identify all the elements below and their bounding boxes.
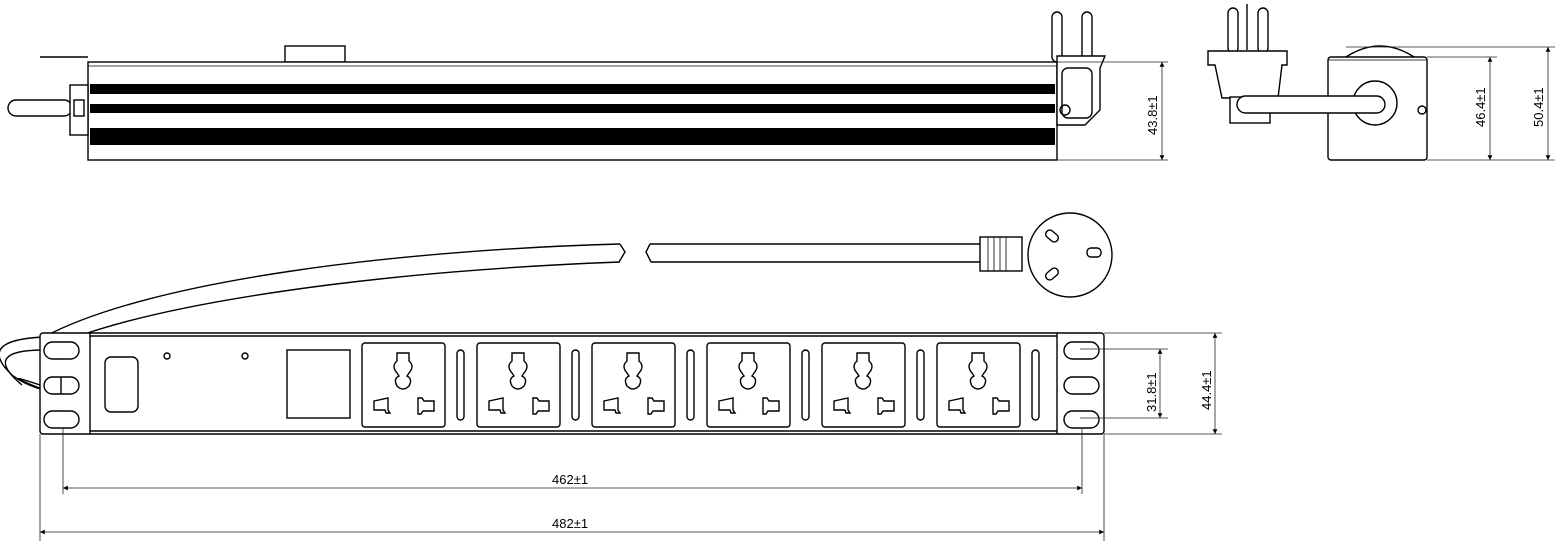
vent-slot — [801, 349, 810, 421]
outlet — [706, 342, 791, 428]
vent-slot — [916, 349, 925, 421]
dim-482: 482±1 — [552, 516, 588, 531]
outlet — [936, 342, 1021, 428]
stripe — [90, 128, 1055, 145]
breaker — [286, 349, 351, 419]
right-flange — [1063, 341, 1100, 429]
left-flange — [43, 341, 80, 429]
indicator-led — [241, 352, 249, 360]
dim-44-4: 44.4±1 — [1199, 370, 1214, 410]
stripe — [90, 84, 1055, 94]
top-tab — [284, 45, 346, 63]
dim-462: 462±1 — [552, 472, 588, 487]
side-view: 46.4±1 50.4±1 — [1207, 4, 1555, 161]
power-switch — [104, 356, 139, 413]
cord-side — [1236, 95, 1386, 114]
vent-slot — [571, 349, 580, 421]
top-view: 43.8±1 — [7, 11, 1168, 161]
vent-slot — [1031, 349, 1040, 421]
stripe — [90, 104, 1055, 113]
dim-50-4: 50.4±1 — [1531, 87, 1546, 127]
power-cord — [0, 212, 1113, 391]
vent-slot — [686, 349, 695, 421]
dim-46-4: 46.4±1 — [1473, 87, 1488, 127]
power-cord-stub — [7, 99, 73, 117]
outlet — [591, 342, 676, 428]
plug-face — [1027, 212, 1113, 298]
vent-slot — [456, 349, 465, 421]
outlet — [821, 342, 906, 428]
front-view: 31.8±1 44.4±1 462±1 482±1 — [39, 332, 1222, 541]
plug-strain-relief — [979, 236, 1023, 272]
dim-43-8: 43.8±1 — [1145, 95, 1160, 135]
outlet — [361, 342, 446, 428]
plug-top — [1051, 11, 1107, 126]
dimension-top-height: 43.8±1 — [1057, 61, 1168, 161]
outlet — [476, 342, 561, 428]
indicator-led — [163, 352, 171, 360]
dim-31-8: 31.8±1 — [1144, 372, 1159, 412]
dimension-front: 31.8±1 44.4±1 462±1 482±1 — [39, 332, 1222, 541]
